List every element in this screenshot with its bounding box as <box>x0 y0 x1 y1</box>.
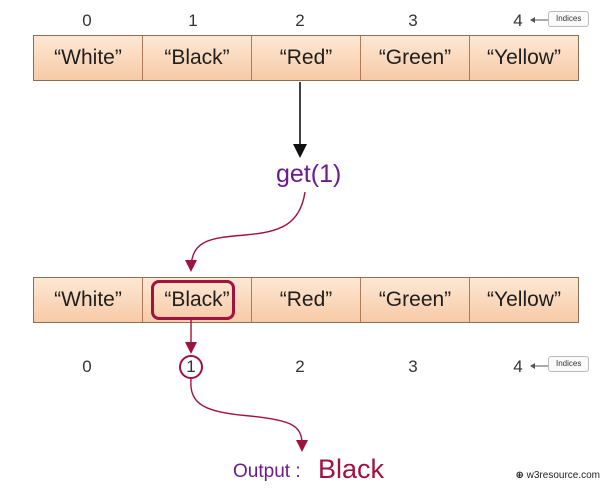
bottom-indices-pointer-icon <box>530 363 548 369</box>
top-cell-3-text: “Green” <box>378 46 452 69</box>
bottom-cell-4-text: “Yellow” <box>487 288 561 311</box>
output-value: Black <box>318 454 385 484</box>
top-index-3: 3 <box>408 11 418 30</box>
top-indices-tag: Indices <box>548 11 590 27</box>
top-cell-0: “White” <box>34 36 143 80</box>
arrow-index-to-output <box>190 378 303 445</box>
bottom-cell-4: “Yellow” <box>470 278 578 322</box>
brand-logo-icon: ⊕ <box>515 470 524 481</box>
arrow-array-to-call-head <box>293 144 307 158</box>
top-index-0: 0 <box>82 11 92 30</box>
bottom-array: “White” “Black” “Red” “Green” “Yellow” <box>33 277 579 323</box>
bottom-cell-3-text: “Green” <box>378 288 452 311</box>
arrow-cell-to-index-head <box>185 342 197 354</box>
bottom-cell-0: “White” <box>34 278 143 322</box>
bottom-index-1: 1 <box>186 357 196 376</box>
top-indices-pointer-icon <box>530 17 548 23</box>
top-index-4: 4 <box>513 11 523 30</box>
top-index-2: 2 <box>295 11 305 30</box>
bottom-index-2: 2 <box>295 357 305 376</box>
top-array: “White” “Black” “Red” “Green” “Yellow” <box>33 35 579 81</box>
bottom-cell-2-text: “Red” <box>279 288 333 311</box>
bottom-cell-3: “Green” <box>361 278 470 322</box>
top-cell-1-text: “Black” <box>164 46 230 69</box>
brand-text: w3resource.com <box>526 470 600 481</box>
method-call: get(1) <box>276 160 342 188</box>
arrow-index-to-output-head <box>296 440 308 452</box>
top-cell-4-text: “Yellow” <box>487 46 561 69</box>
top-cell-3: “Green” <box>361 36 470 80</box>
output-label: Output : <box>233 461 301 482</box>
bottom-index-3: 3 <box>408 357 418 376</box>
bottom-index-0: 0 <box>82 357 92 376</box>
bottom-cell-0-text: “White” <box>54 288 122 311</box>
top-cell-2: “Red” <box>252 36 361 80</box>
top-index-1: 1 <box>188 11 198 30</box>
arrow-call-to-cell-head <box>185 260 197 272</box>
top-cell-4: “Yellow” <box>470 36 578 80</box>
arrow-call-to-cell <box>190 191 306 267</box>
top-cell-0-text: “White” <box>54 46 122 69</box>
bottom-index-4: 4 <box>513 357 523 376</box>
top-cell-2-text: “Red” <box>279 46 333 69</box>
selected-cell-highlight <box>151 280 235 320</box>
bottom-cell-1: “Black” <box>143 278 252 322</box>
brand-watermark: ⊕ w3resource.com <box>515 470 600 481</box>
bottom-indices-tag: Indices <box>548 356 590 372</box>
selected-index-circle <box>179 355 203 379</box>
bottom-cell-2: “Red” <box>252 278 361 322</box>
bottom-cell-1-text: “Black” <box>164 288 230 311</box>
top-cell-1: “Black” <box>143 36 252 80</box>
